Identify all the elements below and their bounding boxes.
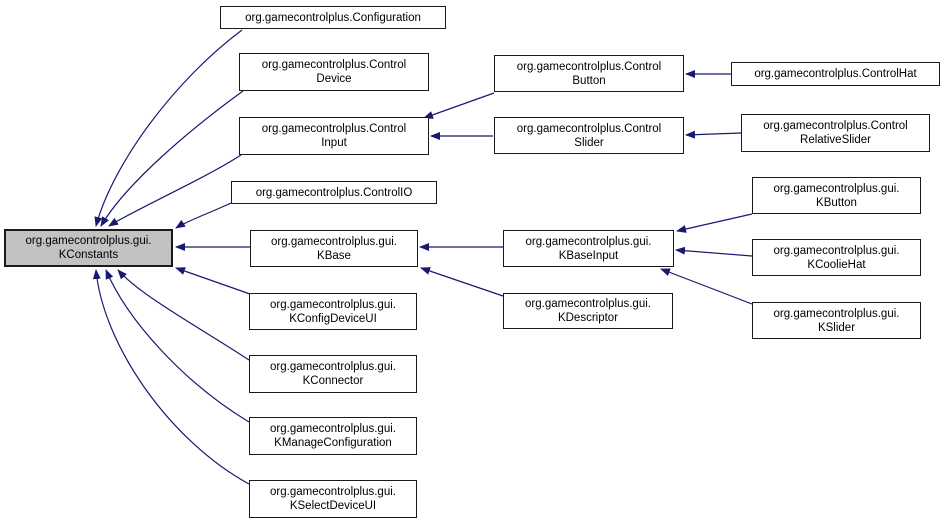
edge-kmanage-configuration-to-kconstants (105, 269, 250, 423)
edge-kcoolie-hat-to-kbase-input (675, 246, 753, 257)
node-label-line: KConnector (302, 375, 364, 387)
node-control-device[interactable]: org.gamecontrolplus.Control Device (239, 53, 429, 91)
edge-kslider-to-kbase-input (660, 268, 753, 305)
node-label-line: KSlider (817, 321, 856, 334)
node-label-line: Slider (574, 136, 604, 149)
node-label-line: KConfigDeviceUI (289, 312, 377, 325)
node-label-line: org.gamecontrolplus.gui. (271, 235, 397, 248)
node-label-line: KDescriptor (557, 312, 619, 324)
node-kconstants: org.gamecontrolplus.gui. KConstants (4, 229, 173, 267)
node-label-line: KBaseInput (558, 249, 619, 262)
node-label-line: Button (572, 74, 606, 87)
node-label-line: org.gamecontrolplus.gui. (270, 361, 396, 373)
edge-kdescriptor-to-kbase (420, 267, 504, 297)
node-kcoolie-hat[interactable]: org.gamecontrolplus.gui. KCoolieHat (752, 239, 921, 276)
node-label-line: org.gamecontrolplus.gui. (270, 423, 396, 435)
node-label-line: org.gamecontrolplus.gui. (25, 235, 152, 247)
node-label-line: org.gamecontrolplus.Control (763, 120, 908, 132)
node-label-line: Input (321, 137, 347, 149)
edge-control-button-to-control-input (423, 92, 495, 119)
node-label-line: org.gamecontrolplus.Control (261, 123, 407, 135)
node-label-line: org.gamecontrolplus.Configuration (245, 11, 421, 24)
node-kconnector[interactable]: org.gamecontrolplus.gui. KConnector (249, 355, 417, 393)
node-label-line: org.gamecontrolplus.ControlHat (754, 68, 917, 80)
node-kslider[interactable]: org.gamecontrolplus.gui. KSlider (752, 302, 921, 339)
node-kmanage-configuration[interactable]: org.gamecontrolplus.gui. KManageConfigur… (249, 417, 417, 455)
node-label-line: KBase (317, 249, 351, 262)
edge-control-io-to-kconstants (175, 202, 232, 229)
node-label-line: org.gamecontrolplus.gui. (525, 235, 652, 248)
edge-kconfig-device-ui-to-kconstants (175, 267, 251, 295)
node-control-button[interactable]: org.gamecontrolplus.Control Button (494, 55, 684, 92)
node-label-line: KSelectDeviceUI (289, 500, 377, 512)
node-label-line: org.gamecontrolplus.Control (516, 122, 662, 135)
node-label-line: org.gamecontrolplus.gui. (773, 182, 900, 195)
node-label-line: org.gamecontrolplus.Control (261, 59, 407, 71)
edge-control-device-to-kconstants (100, 90, 244, 227)
edge-kconnector-to-kconstants (117, 269, 250, 361)
node-label-line: org.gamecontrolplus.gui. (270, 298, 396, 311)
edge-control-relative-slider-to-control-slider (685, 130, 742, 139)
node-label-line: org.gamecontrolplus.Control (516, 60, 662, 73)
node-configuration[interactable]: org.gamecontrolplus.Configuration (220, 6, 446, 29)
node-kdescriptor[interactable]: org.gamecontrolplus.gui. KDescriptor (503, 293, 673, 329)
node-kconfig-device-ui[interactable]: org.gamecontrolplus.gui. KConfigDeviceUI (249, 293, 417, 330)
node-label-line: Device (316, 73, 352, 85)
node-label-line: RelativeSlider (800, 134, 871, 146)
node-kbase[interactable]: org.gamecontrolplus.gui. KBase (250, 230, 418, 267)
node-control-input[interactable]: org.gamecontrolplus.Control Input (239, 117, 429, 155)
node-label-line: org.gamecontrolplus.gui. (773, 244, 900, 257)
node-label-line: org.gamecontrolplus.gui. (270, 486, 396, 498)
edge-control-input-to-kconstants (108, 154, 242, 227)
node-kbase-input[interactable]: org.gamecontrolplus.gui. KBaseInput (503, 230, 674, 267)
node-label-line: KConstants (58, 249, 119, 261)
node-control-relative-slider[interactable]: org.gamecontrolplus.Control RelativeSlid… (741, 114, 930, 152)
node-label-line: KManageConfiguration (274, 437, 392, 449)
node-kbutton[interactable]: org.gamecontrolplus.gui. KButton (752, 177, 921, 214)
node-label-line: KButton (816, 196, 857, 209)
edge-configuration-to-kconstants (94, 29, 243, 227)
node-label-line: KCoolieHat (807, 258, 866, 271)
node-control-io[interactable]: org.gamecontrolplus.ControlIO (231, 181, 437, 204)
edge-kselect-device-ui-to-kconstants (92, 269, 250, 485)
node-label-line: org.gamecontrolplus.gui. (525, 298, 651, 310)
node-kselect-device-ui[interactable]: org.gamecontrolplus.gui. KSelectDeviceUI (249, 480, 417, 518)
node-label-line: org.gamecontrolplus.gui. (773, 307, 900, 320)
node-control-slider[interactable]: org.gamecontrolplus.Control Slider (494, 117, 684, 154)
edge-kbutton-to-kbase-input (676, 213, 753, 233)
node-control-hat[interactable]: org.gamecontrolplus.ControlHat (731, 62, 940, 86)
node-label-line: org.gamecontrolplus.ControlIO (255, 186, 413, 199)
